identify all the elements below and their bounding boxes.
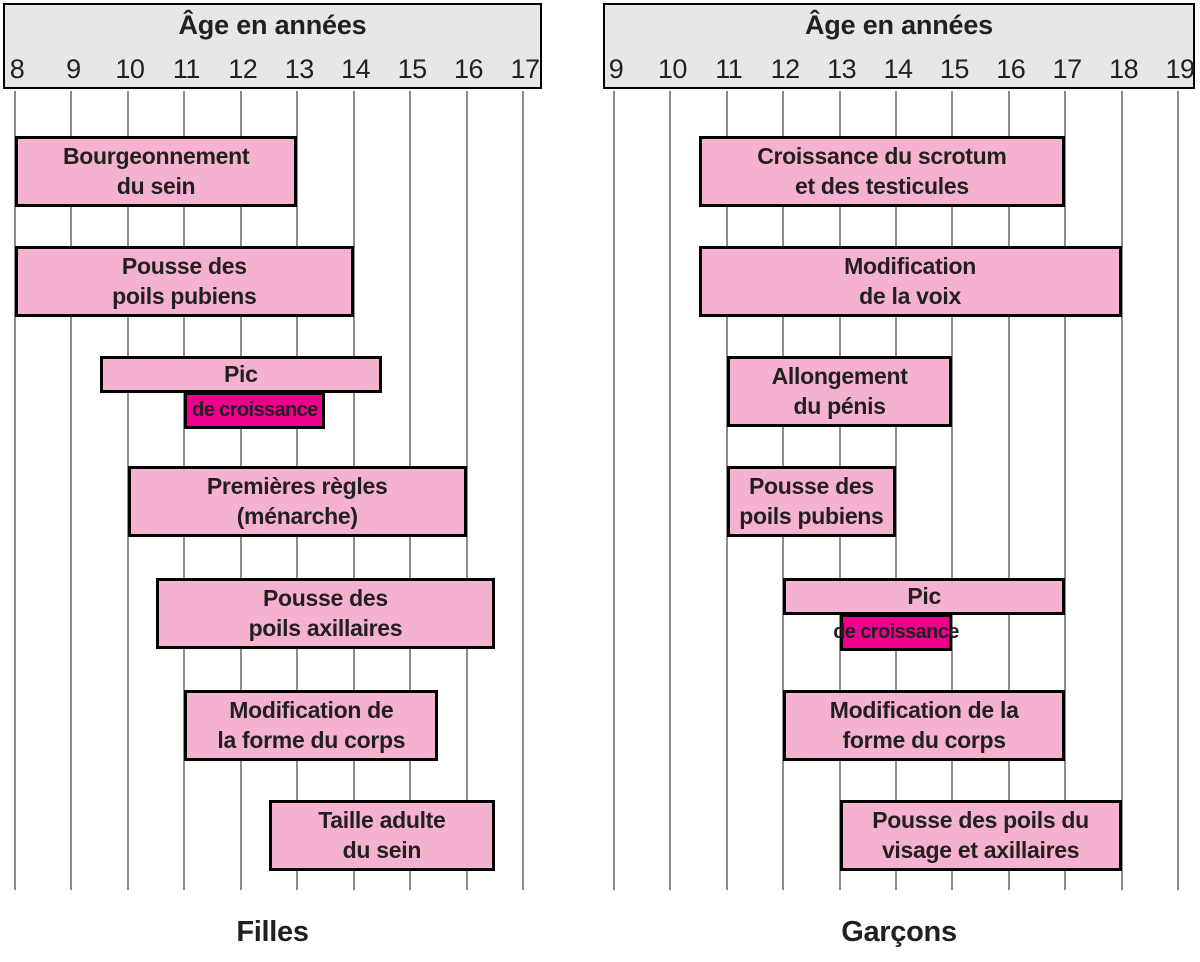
age-gridline	[895, 91, 897, 890]
axis-tick-label: 14	[883, 54, 913, 84]
range-bar-label-line: (ménarche)	[236, 502, 358, 529]
axis-title: Âge en années	[178, 10, 367, 40]
axis-tick-label: 17	[510, 54, 540, 84]
range-bar-label-line: du sein	[342, 836, 422, 863]
range-bar-label-line: Allongement	[771, 363, 908, 390]
panel-filles: Âge en années 8 9 10 11 12 13 14 15 16 17 Bourgeo…	[3, 0, 542, 962]
axis-tick-label: 11	[715, 54, 743, 84]
range-bar-label-line: du sein	[116, 172, 196, 199]
age-gridline	[70, 91, 73, 890]
panel-garcons: Âge en années 9 10 11 12 13 14 15 16 17 18 19 Croi…	[603, 0, 1195, 962]
range-bar-label-line: Modification de la	[829, 697, 1019, 724]
axis-tick-label: 13	[827, 54, 857, 84]
range-bar-label-line: Croissance du scrotum	[757, 143, 1007, 170]
age-gridline	[522, 91, 524, 890]
range-bar-label-line: et des testicules	[794, 172, 969, 199]
axis-tick-label: 15	[939, 54, 970, 84]
range-bar-label-line: Pic	[907, 582, 941, 609]
axis-tick-label: 16	[996, 54, 1026, 84]
range-bar-label-line: Pousse des	[263, 585, 388, 612]
axis-tick-label: 16	[454, 54, 484, 84]
axis-header: Âge en années 9 10 11 12 13 14 15 16 17 18 19	[603, 3, 1195, 89]
axis-tick-label: 19	[1165, 54, 1195, 84]
range-bar-label-line: Bourgeonnement	[63, 143, 250, 170]
growth-spurt-label: de croissance	[192, 398, 318, 421]
range-bar-label-line: Pousse des	[748, 473, 874, 500]
axis-tick-label: 15	[397, 54, 428, 84]
age-gridline	[669, 91, 672, 890]
range-bar-label-line: Modification	[844, 253, 977, 280]
range-bar-label-line: poils axillaires	[248, 614, 403, 641]
age-gridline	[951, 91, 954, 890]
range-bar-label-line: la forme du corps	[217, 726, 406, 753]
range-bar: Premières règles(ménarche)	[127, 466, 467, 537]
panel-footer-label: Filles	[236, 916, 309, 948]
range-bar-label-line: poils pubiens	[739, 502, 884, 529]
pic-growth-range-bar: Pic	[783, 578, 1066, 615]
axis-tick-label: 14	[341, 54, 371, 84]
range-bar-label-line: Pousse des poils du	[872, 807, 1089, 834]
axis-tick-label: 18	[1109, 54, 1139, 84]
axis-tick-label: 17	[1052, 54, 1083, 84]
axis-tick-label: 12	[228, 54, 258, 84]
range-bar-label-line: Pic	[223, 360, 258, 387]
pic-growth-range-bar: Pic	[99, 356, 382, 393]
axis-tick-label: 9	[608, 54, 624, 84]
axis-tick-label: 9	[66, 54, 81, 84]
axis-tick-label: 11	[172, 54, 201, 84]
axis-tick-row: 8 9 10 11 12 13 14 15 16 17	[5, 45, 540, 87]
age-gridline	[613, 91, 615, 890]
range-bar-label-line: Modification de	[229, 697, 394, 724]
range-bar-label-line: visage et axillaires	[881, 836, 1080, 863]
range-bar-label-line: du pénis	[793, 392, 886, 419]
axis-tick-label: 12	[770, 54, 801, 84]
axis-header: Âge en années 8 9 10 11 12 13 14 15 16 17	[3, 3, 542, 89]
axis-title: Âge en années	[805, 10, 993, 40]
panel-footer-label: Garçons	[841, 916, 957, 948]
axis-tick-label: 13	[284, 54, 315, 84]
range-bar-label-line: Premières règles	[206, 473, 388, 500]
range-bar-label-line: de la voix	[859, 282, 961, 309]
age-gridline	[1007, 91, 1010, 890]
age-gridline	[1064, 91, 1067, 890]
axis-tick-label: 8	[9, 54, 25, 84]
axis-tick-label: 10	[115, 54, 145, 84]
range-bar-label-line: Pousse des	[121, 253, 247, 280]
axis-tick-label: 10	[657, 54, 688, 84]
age-gridline	[1177, 91, 1179, 890]
range-bar-label-line: poils pubiens	[112, 282, 257, 309]
growth-spurt-label: de croissance	[833, 620, 959, 643]
age-gridline	[465, 91, 468, 890]
axis-tick-row: 9 10 11 12 13 14 15 16 17 18 19	[605, 45, 1195, 87]
range-bar-label-line: Taille adulte	[318, 807, 446, 834]
range-bar-label-line: forme du corps	[842, 726, 1007, 753]
growth-spurt-peak-bar: de croissance	[184, 392, 326, 429]
age-gridline	[14, 91, 16, 890]
growth-spurt-peak-bar: de croissance	[833, 614, 959, 651]
age-gridline	[1120, 91, 1123, 890]
